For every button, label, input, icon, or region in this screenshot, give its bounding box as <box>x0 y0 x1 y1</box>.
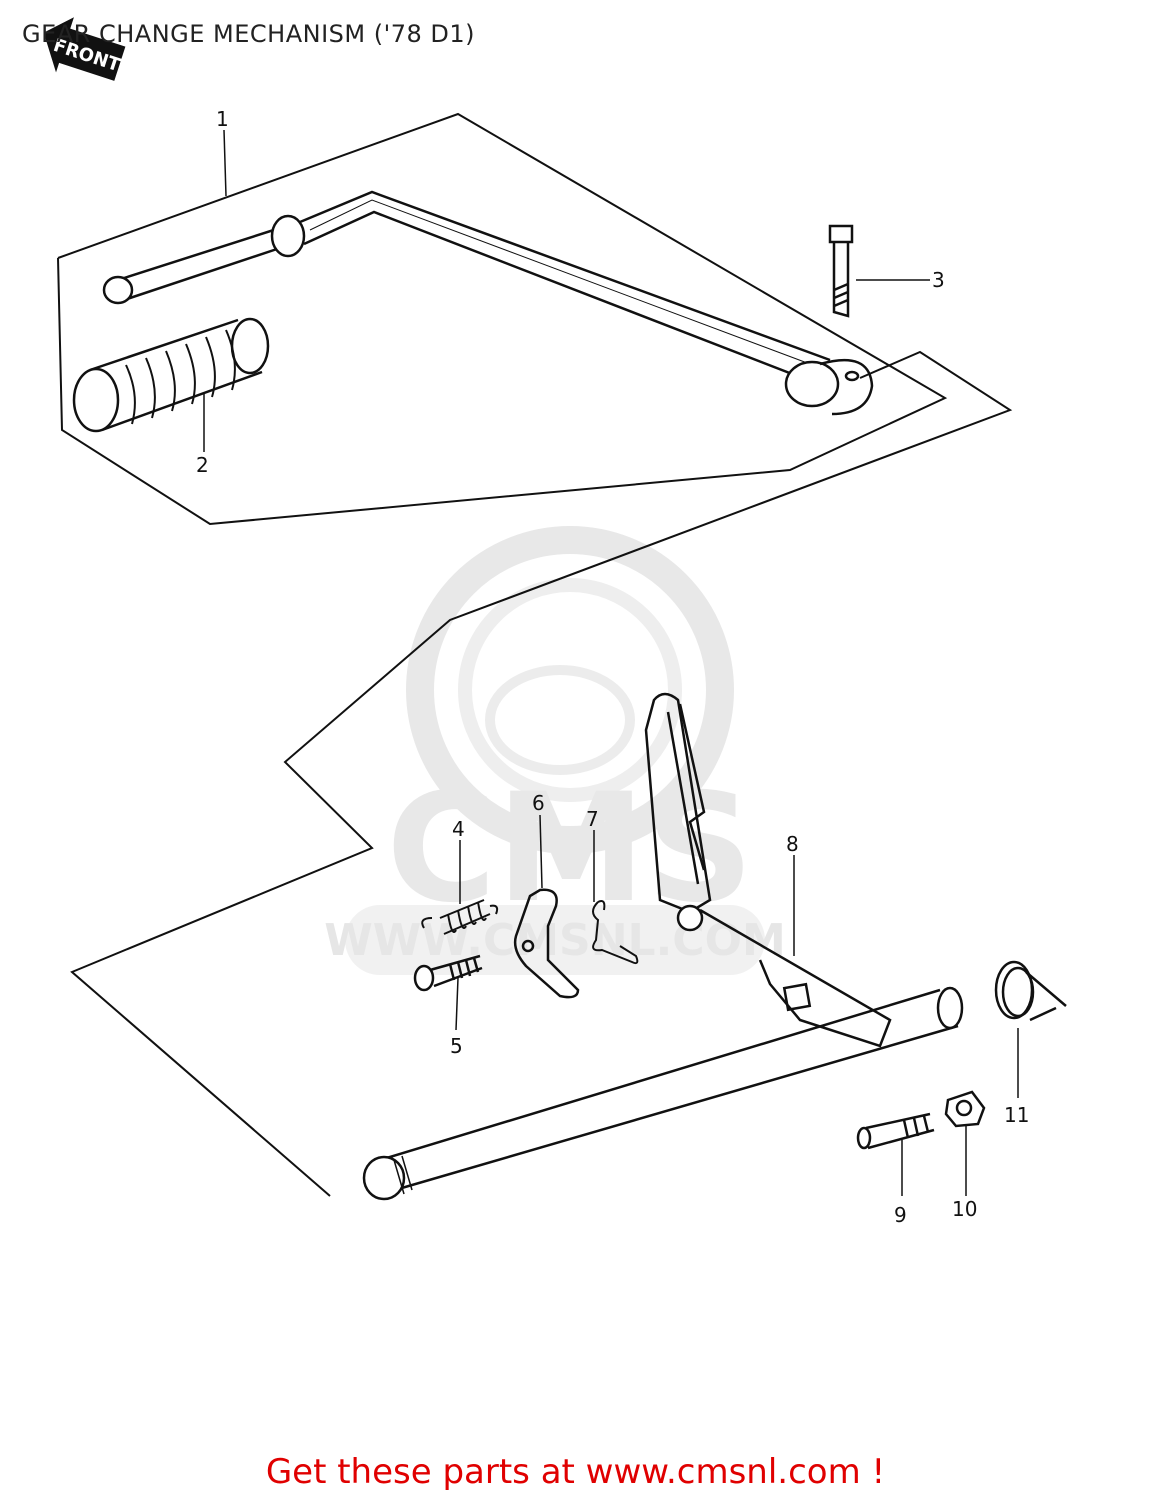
watermark-url-text: WWW.CMSNL.COM <box>324 915 786 966</box>
callout-6: 6 <box>532 791 545 815</box>
diagram-title: GEAR CHANGE MECHANISM ('78 D1) <box>22 20 475 48</box>
callout-3: 3 <box>932 268 945 292</box>
callout-10: 10 <box>952 1197 977 1221</box>
stud-part-9 <box>856 1112 935 1150</box>
upper-assembly-outline <box>57 112 948 526</box>
callout-numbers: 1 2 3 4 5 6 7 8 9 10 11 <box>196 107 1029 1227</box>
screw-part-5 <box>413 954 483 992</box>
callout-5: 5 <box>450 1034 463 1058</box>
callout-9: 9 <box>894 1203 907 1227</box>
callout-11: 11 <box>1004 1103 1029 1127</box>
shift-pedal-part-1 <box>102 190 874 416</box>
callout-8: 8 <box>786 832 799 856</box>
callout-1: 1 <box>216 107 229 131</box>
get-parts-link[interactable]: Get these parts at www.cmsnl.com ! <box>265 1452 886 1492</box>
lever-plate-part-6 <box>513 888 580 999</box>
front-arrow-badge: FRONT <box>43 17 126 81</box>
callout-2: 2 <box>196 453 209 477</box>
bolt-part-3 <box>828 224 854 318</box>
leader-lines <box>203 129 1019 1196</box>
shift-shaft-part-8 <box>362 692 964 1201</box>
callout-7: 7 <box>586 807 599 831</box>
nut-part-10 <box>944 1090 986 1128</box>
pedal-rubber-part-2 <box>72 317 270 433</box>
spring-clip-part-7 <box>592 900 639 965</box>
callout-4: 4 <box>452 817 465 841</box>
torsion-spring-part-11 <box>994 960 1067 1022</box>
spring-part-4 <box>421 899 499 935</box>
lower-assembly-outline <box>70 350 1013 1197</box>
